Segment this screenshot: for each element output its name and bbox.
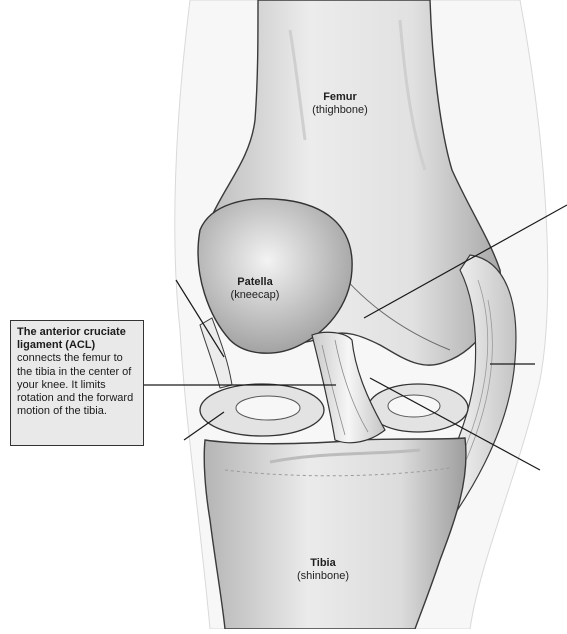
callout-body-text: connects the femur to the tibia in the c… bbox=[17, 352, 133, 417]
femur-common-name: (thighbone) bbox=[300, 104, 380, 117]
meniscus-right-inner bbox=[388, 395, 440, 417]
femur-label: Femur (thighbone) bbox=[300, 91, 380, 116]
callout-bold-text: The anterior cruciate ligament (ACL) bbox=[17, 326, 126, 351]
patella-label: Patella (kneecap) bbox=[220, 276, 290, 301]
acl-callout-box: The anterior cruciate ligament (ACL) con… bbox=[10, 320, 144, 446]
tibia-label: Tibia (shinbone) bbox=[288, 557, 358, 582]
tibia-common-name: (shinbone) bbox=[288, 570, 358, 583]
femur-name: Femur bbox=[300, 91, 380, 104]
patella-name: Patella bbox=[220, 276, 290, 289]
meniscus-left-inner bbox=[236, 396, 300, 420]
patella-common-name: (kneecap) bbox=[220, 289, 290, 302]
tibia-name: Tibia bbox=[288, 557, 358, 570]
